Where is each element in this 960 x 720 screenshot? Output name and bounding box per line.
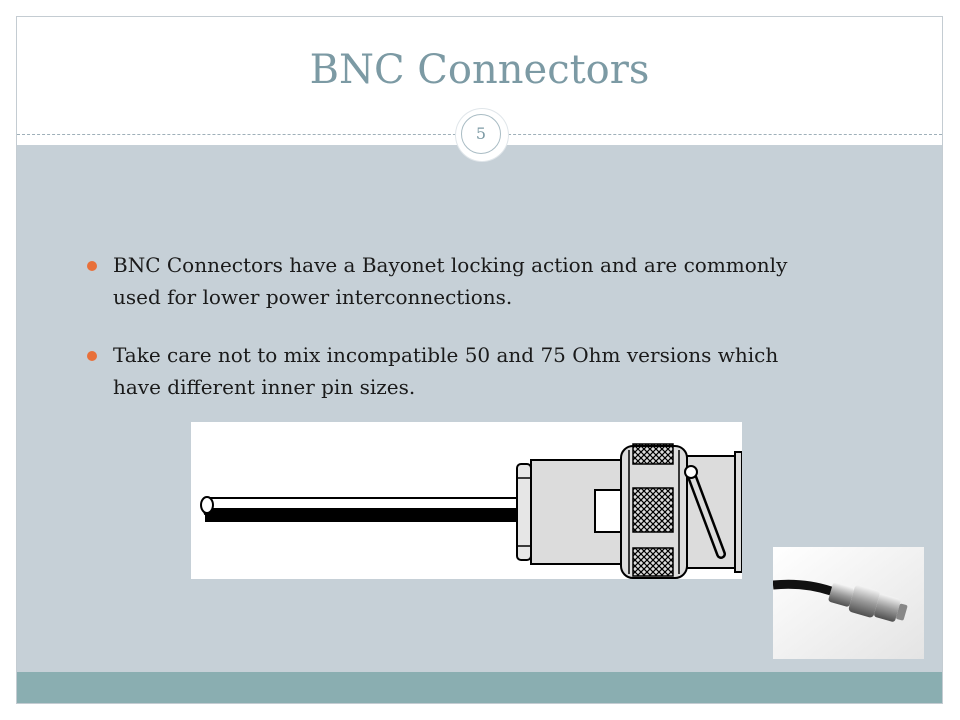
bullet-item: BNC Connectors have a Bayonet locking ac… [87, 249, 807, 313]
slide-frame: BNC Connectors 5 BNC Connectors have a B… [16, 16, 943, 704]
slide-number-badge: 5 [456, 109, 508, 161]
bullet-dot-icon [87, 351, 97, 361]
bullet-list: BNC Connectors have a Bayonet locking ac… [87, 249, 807, 429]
footer-bar [17, 672, 942, 703]
bullet-item: Take care not to mix incompatible 50 and… [87, 339, 807, 403]
bullet-dot-icon [87, 261, 97, 271]
bnc-connector-photo [773, 547, 924, 659]
bullet-text: BNC Connectors have a Bayonet locking ac… [113, 253, 788, 309]
bnc-connector-diagram [191, 422, 742, 579]
slide-title: BNC Connectors [309, 47, 650, 93]
bullet-text: Take care not to mix incompatible 50 and… [113, 343, 779, 399]
slide-number: 5 [461, 114, 501, 154]
